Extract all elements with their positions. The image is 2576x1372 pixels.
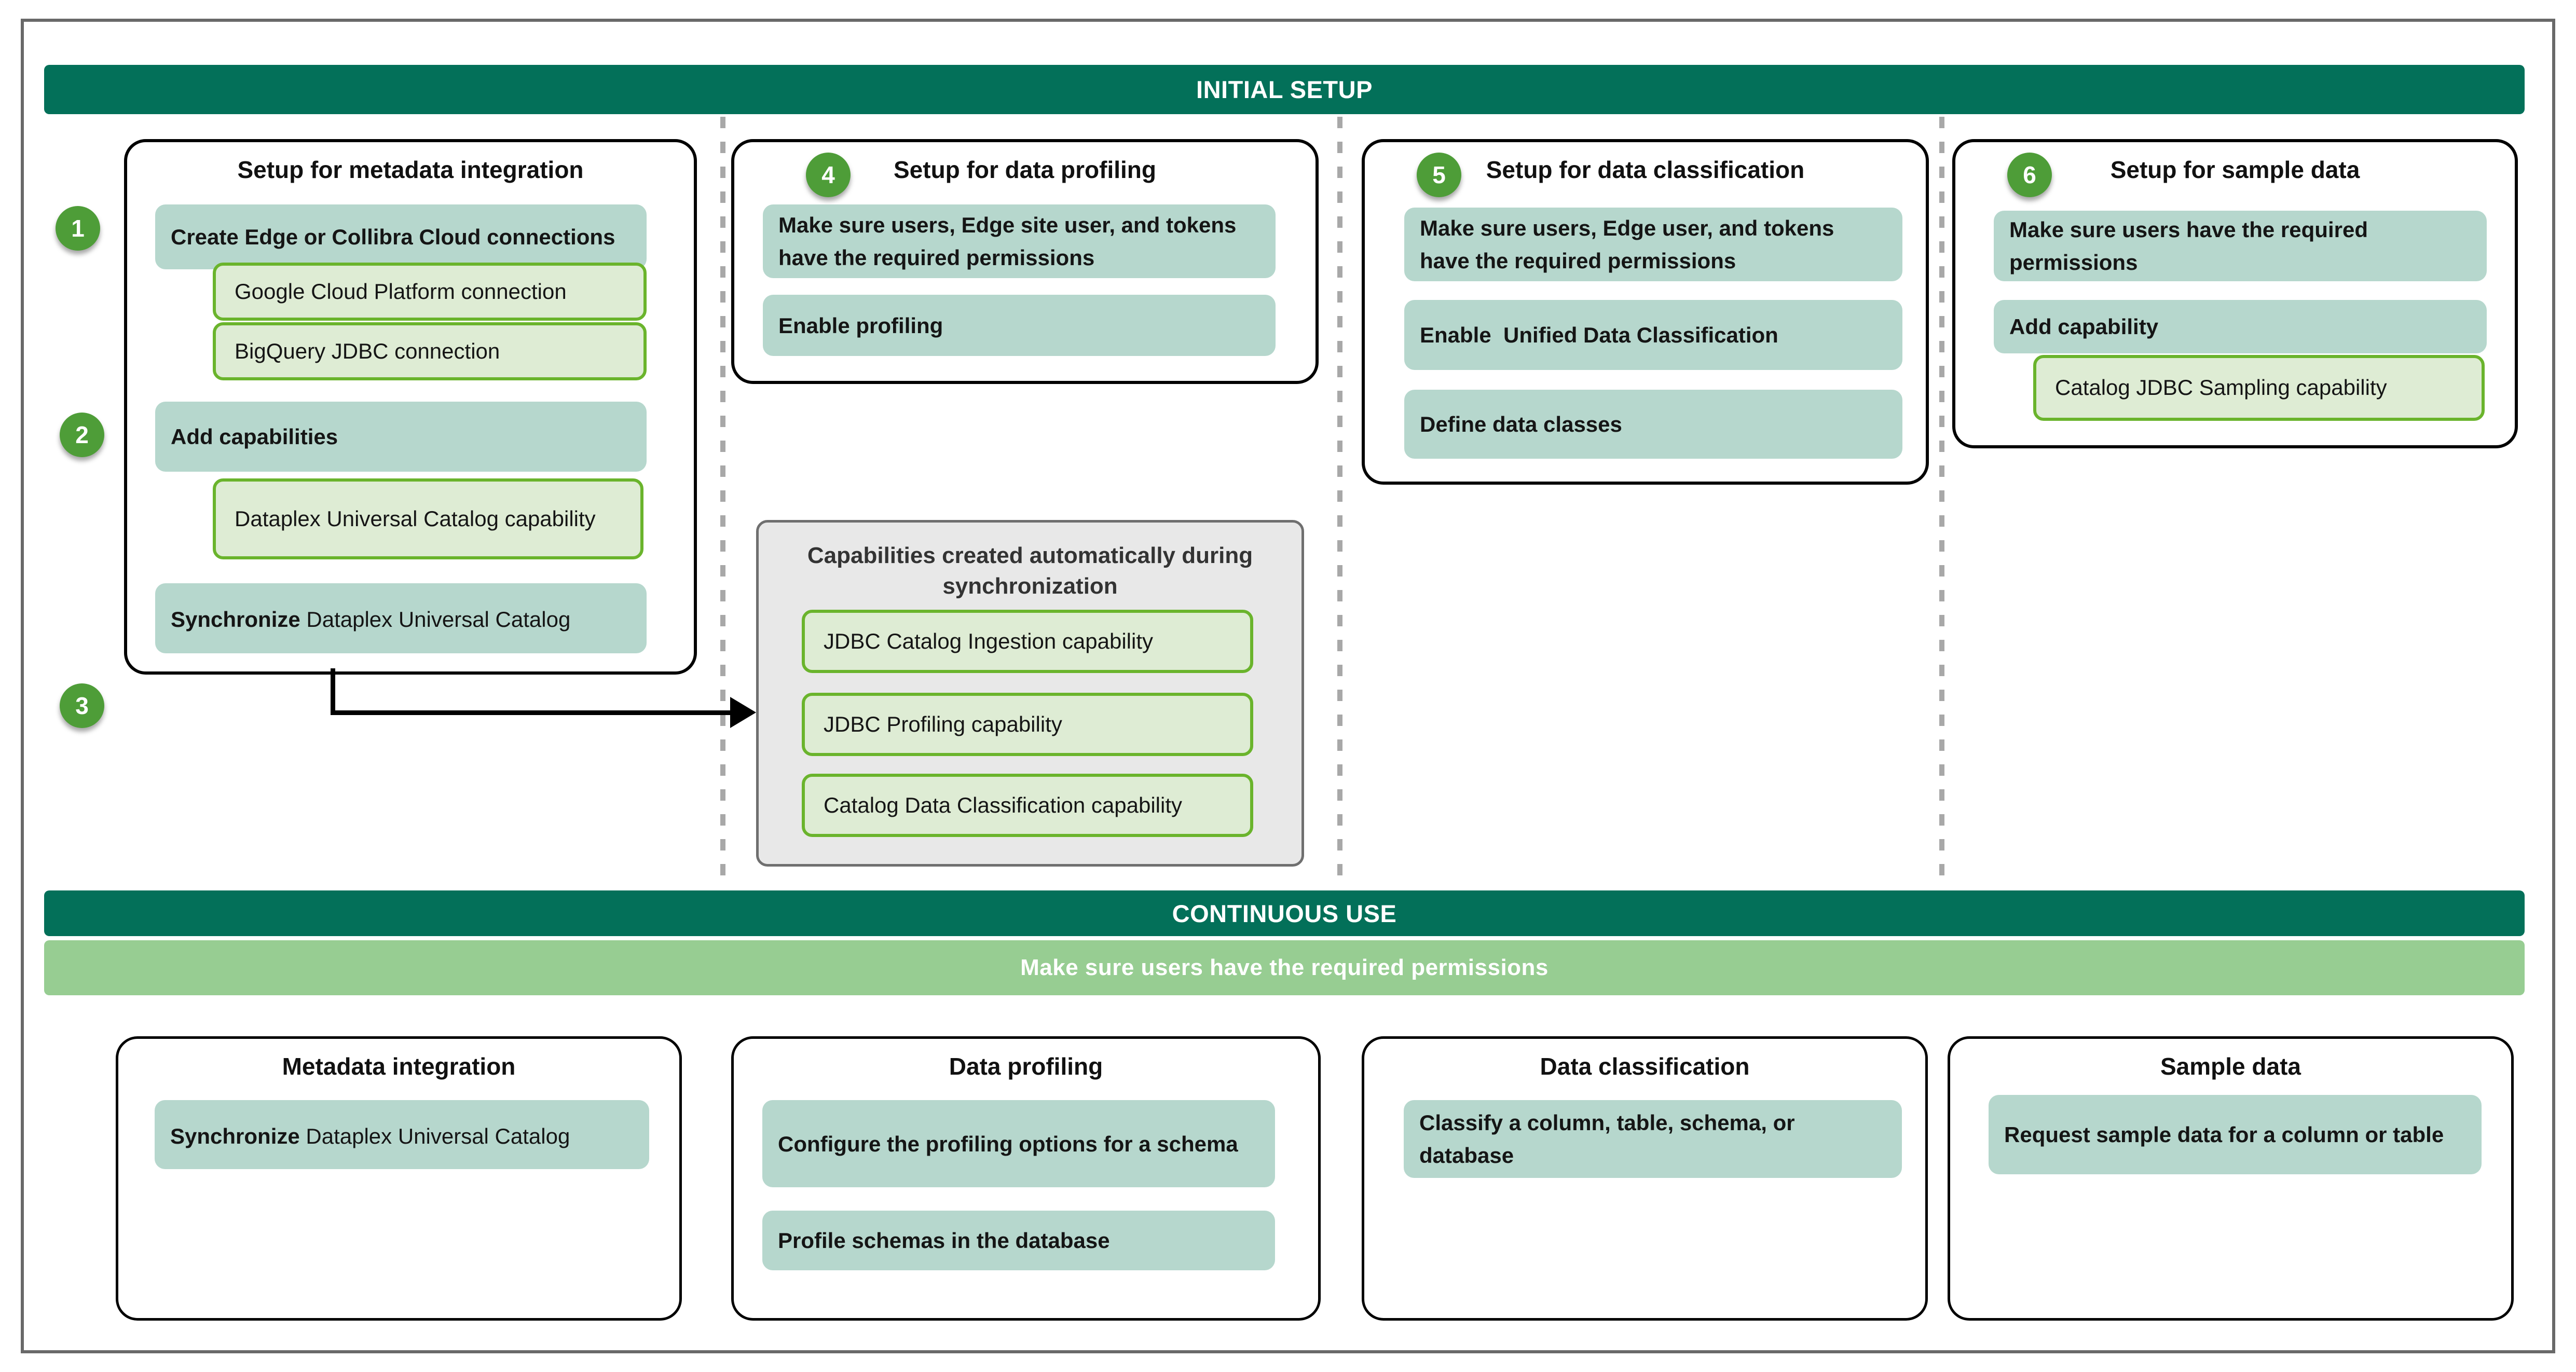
- task-configure-profiling-options-label: Configure the profiling options for a sc…: [778, 1131, 1238, 1156]
- continuous-data-classification-title: Data classification: [1540, 1053, 1750, 1080]
- task-profiling-permissions: Make sure users, Edge site user, and tok…: [763, 204, 1276, 278]
- continuous-sample-data-title: Sample data: [2160, 1053, 2301, 1080]
- arrow-elbow-horizontal: [331, 710, 731, 715]
- task-profiling-permissions-label: Make sure users, Edge site user, and tok…: [778, 213, 1237, 270]
- task-add-capabilities: Add capabilities: [155, 402, 647, 472]
- task-configure-profiling-options: Configure the profiling options for a sc…: [762, 1100, 1275, 1187]
- initial-setup-banner: INITIAL SETUP: [44, 65, 2525, 114]
- setup-data-profiling-title: Setup for data profiling: [894, 156, 1156, 183]
- setup-sample-data-box: 6 Setup for sample data Make sure users …: [1952, 139, 2518, 448]
- outer-frame: [21, 19, 2555, 1353]
- step-number-2: 2: [75, 421, 89, 448]
- task-synchronize-catalog: Synchronize Dataplex Universal Catalog: [155, 583, 647, 653]
- step-circle-3: 3: [60, 683, 104, 728]
- task-enable-profiling: Enable profiling: [763, 295, 1276, 356]
- task-add-capability: Add capability: [1994, 300, 2487, 353]
- task-enable-classification-label: Enable Unified Data Classification: [1420, 323, 1778, 347]
- task-define-data-classes-label: Define data classes: [1420, 412, 1622, 436]
- step-circle-5: 5: [1417, 153, 1461, 197]
- task-synchronize-bold: Synchronize: [171, 607, 300, 632]
- continuous-metadata-integration-box: Metadata integration Synchronize Dataple…: [116, 1036, 682, 1321]
- continuous-data-profiling-title: Data profiling: [949, 1053, 1103, 1080]
- task-profile-schemas-label: Profile schemas in the database: [778, 1228, 1110, 1253]
- continuous-sample-data-box: Sample data Request sample data for a co…: [1948, 1036, 2514, 1321]
- task-add-capability-label: Add capability: [2009, 314, 2159, 339]
- setup-metadata-integration-box: Setup for metadata integration Create Ed…: [124, 139, 697, 675]
- continuous-data-classification-box: Data classification Classify a column, t…: [1362, 1036, 1928, 1321]
- separator-dotted-2: [1337, 117, 1342, 884]
- step-number-6: 6: [2023, 161, 2036, 188]
- task-sample-permissions: Make sure users have the required permis…: [1994, 211, 2487, 281]
- setup-data-classification-title: Setup for data classification: [1486, 156, 1805, 183]
- setup-metadata-integration-title: Setup for metadata integration: [237, 156, 584, 183]
- task-synchronize-rest: Dataplex Universal Catalog: [300, 607, 571, 632]
- capability-bigquery-connection: BigQuery JDBC connection: [213, 322, 647, 380]
- capability-jdbc-sampling-label: Catalog JDBC Sampling capability: [2055, 375, 2387, 400]
- capability-jdbc-profiling: JDBC Profiling capability: [802, 693, 1253, 756]
- step-number-4: 4: [821, 161, 835, 188]
- capability-dataplex-catalog-label: Dataplex Universal Catalog capability: [235, 506, 596, 531]
- step-circle-1: 1: [56, 206, 100, 251]
- capability-catalog-data-classification: Catalog Data Classification capability: [802, 774, 1253, 837]
- step-circle-4: 4: [806, 153, 851, 197]
- step-number-3: 3: [75, 692, 89, 719]
- task-classify-column-label: Classify a column, table, schema, or dat…: [1419, 1110, 1795, 1168]
- setup-data-profiling-box: 4 Setup for data profiling Make sure use…: [731, 139, 1319, 384]
- task-continuous-synchronize-rest: Dataplex Universal Catalog: [299, 1124, 570, 1148]
- task-continuous-synchronize-bold: Synchronize: [170, 1124, 300, 1148]
- task-enable-classification: Enable Unified Data Classification: [1404, 300, 1902, 370]
- separator-dotted-3: [1939, 117, 1944, 884]
- capability-jdbc-catalog-ingestion-label: JDBC Catalog Ingestion capability: [824, 628, 1154, 653]
- continuous-use-banner: CONTINUOUS USE: [44, 890, 2525, 936]
- continuous-permissions-banner: Make sure users have the required permis…: [44, 940, 2525, 995]
- capability-jdbc-sampling: Catalog JDBC Sampling capability: [2033, 355, 2485, 421]
- step-circle-6: 6: [2007, 153, 2052, 197]
- task-add-capabilities-label: Add capabilities: [171, 424, 338, 449]
- step-circle-2: 2: [60, 413, 104, 457]
- auto-capabilities-box: Capabilities created automatically durin…: [756, 520, 1304, 867]
- task-request-sample-data-label: Request sample data for a column or tabl…: [2004, 1122, 2444, 1147]
- continuous-data-profiling-box: Data profiling Configure the profiling o…: [731, 1036, 1321, 1321]
- task-sample-permissions-label: Make sure users have the required permis…: [2009, 217, 2368, 275]
- step-number-5: 5: [1432, 161, 1446, 188]
- capability-jdbc-profiling-label: JDBC Profiling capability: [824, 711, 1062, 736]
- separator-dotted-1: [720, 117, 725, 884]
- task-classify-column: Classify a column, table, schema, or dat…: [1404, 1100, 1902, 1178]
- arrow-head-icon: [730, 697, 756, 728]
- step-number-1: 1: [71, 215, 85, 242]
- capability-gcp-connection: Google Cloud Platform connection: [213, 263, 647, 321]
- setup-sample-data-title: Setup for sample data: [2110, 156, 2360, 183]
- capability-jdbc-catalog-ingestion: JDBC Catalog Ingestion capability: [802, 610, 1253, 673]
- capability-bigquery-connection-label: BigQuery JDBC connection: [235, 338, 500, 363]
- task-request-sample-data: Request sample data for a column or tabl…: [1989, 1095, 2482, 1174]
- task-continuous-synchronize: Synchronize Dataplex Universal Catalog: [155, 1100, 649, 1169]
- capability-catalog-data-classification-label: Catalog Data Classification capability: [824, 792, 1183, 817]
- setup-data-classification-box: 5 Setup for data classification Make sur…: [1362, 139, 1929, 485]
- continuous-use-banner-label: CONTINUOUS USE: [1172, 899, 1397, 927]
- capability-dataplex-catalog: Dataplex Universal Catalog capability: [213, 478, 643, 559]
- continuous-permissions-banner-label: Make sure users have the required permis…: [1020, 955, 1549, 980]
- continuous-metadata-integration-title: Metadata integration: [282, 1053, 516, 1080]
- initial-setup-banner-label: INITIAL SETUP: [1196, 76, 1373, 103]
- task-enable-profiling-label: Enable profiling: [778, 313, 943, 338]
- task-classification-permissions: Make sure users, Edge user, and tokens h…: [1404, 208, 1902, 281]
- auto-capabilities-title: Capabilities created automatically durin…: [807, 543, 1253, 599]
- task-profile-schemas: Profile schemas in the database: [762, 1211, 1275, 1270]
- arrow-elbow-vertical: [331, 668, 335, 715]
- capability-gcp-connection-label: Google Cloud Platform connection: [235, 279, 567, 304]
- task-define-data-classes: Define data classes: [1404, 390, 1902, 459]
- task-create-connections: Create Edge or Collibra Cloud connection…: [155, 204, 647, 269]
- task-create-connections-label: Create Edge or Collibra Cloud connection…: [171, 225, 615, 249]
- task-classification-permissions-label: Make sure users, Edge user, and tokens h…: [1420, 216, 1834, 273]
